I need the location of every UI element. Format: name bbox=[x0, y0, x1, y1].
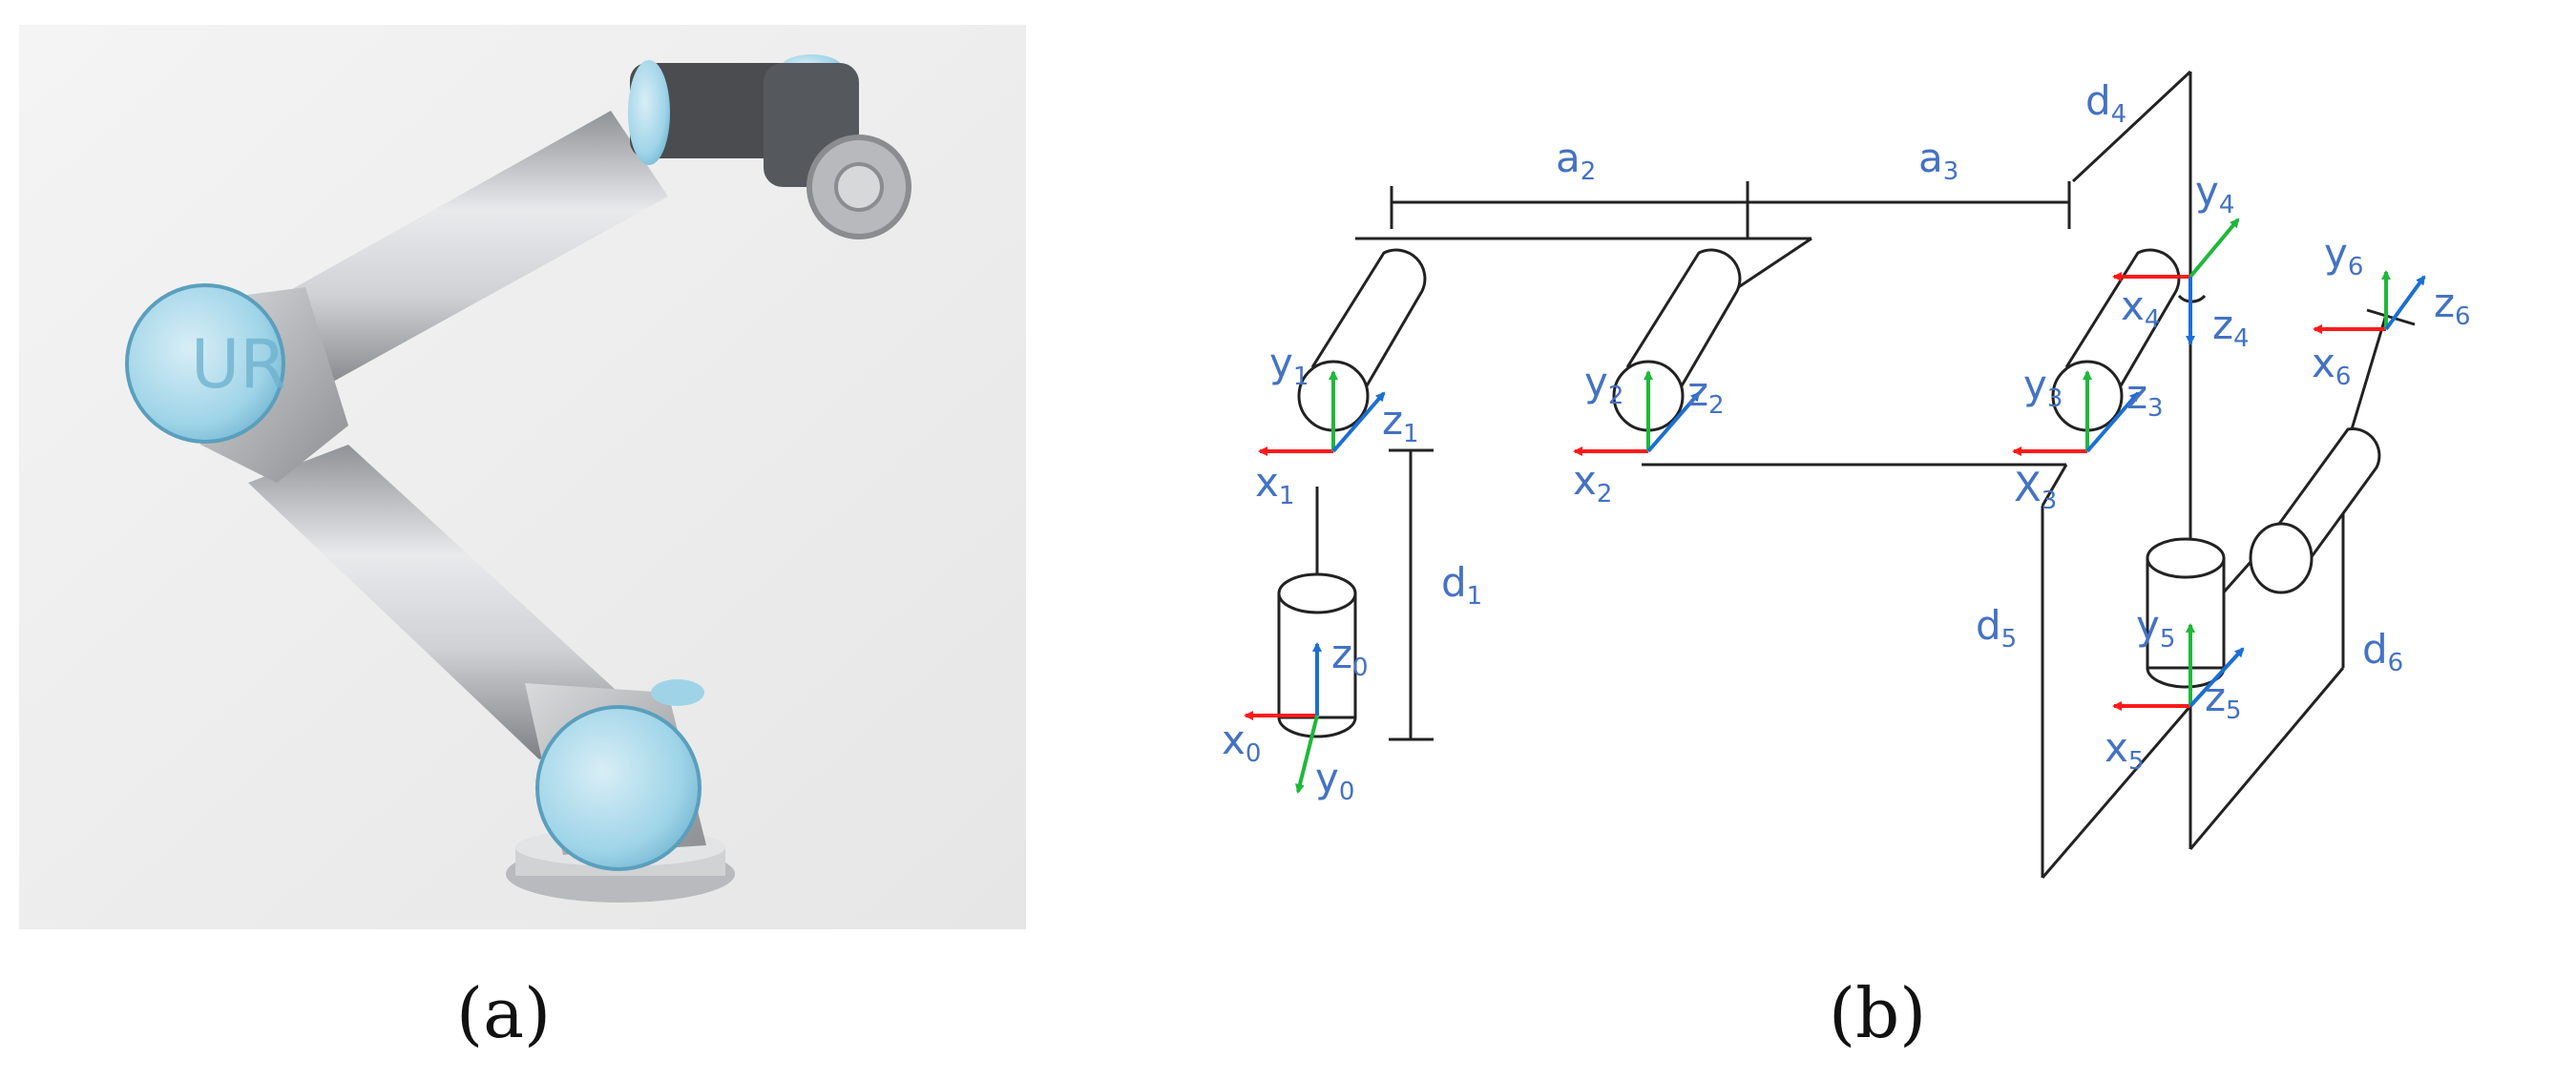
frame6-y-label: y6 bbox=[2324, 230, 2363, 281]
upper-arm-link bbox=[253, 111, 668, 397]
frame5-y-label: y5 bbox=[2136, 602, 2175, 654]
lower-arm-link bbox=[248, 445, 639, 759]
frame1-x-label: x1 bbox=[1255, 459, 1294, 510]
svg-text:UR: UR bbox=[191, 325, 286, 404]
frame-axes bbox=[1244, 218, 2426, 794]
frame1-y-label: y1 bbox=[1269, 340, 1309, 391]
frame4-x-label: x4 bbox=[2121, 282, 2160, 334]
frame0-y-label: y0 bbox=[1315, 755, 1354, 806]
dim-label-a2: a2 bbox=[1556, 135, 1596, 186]
frame3-z-label: z3 bbox=[2126, 371, 2164, 423]
frame2-y-label: y2 bbox=[1584, 359, 1623, 410]
frame3-x-label: X3 bbox=[2014, 464, 2057, 515]
dim-label-d6: d6 bbox=[2362, 626, 2403, 677]
frame0-x-label: x0 bbox=[1222, 717, 1261, 768]
frame4-z-label: z4 bbox=[2212, 301, 2250, 353]
panel-b-caption: (b) bbox=[1829, 973, 1927, 1053]
frame5-z-label: z5 bbox=[2205, 674, 2242, 725]
dimension-labels: a2 a3 d1 d4 d5 d6 bbox=[1441, 77, 2403, 677]
frame6-z-label: z6 bbox=[2434, 280, 2471, 331]
frame4-y-label: y4 bbox=[2195, 168, 2234, 219]
frame-labels: x0 y0 z0 x1 y1 z1 x2 y2 z2 X3 y3 z3 x4 y… bbox=[1222, 168, 2471, 806]
dim-label-a3: a3 bbox=[1918, 135, 1958, 186]
panel-a-caption: (a) bbox=[456, 973, 552, 1053]
wrist-joints bbox=[628, 54, 911, 239]
dim-label-d4: d4 bbox=[2085, 77, 2126, 129]
frame2-z-label: z2 bbox=[1687, 368, 1725, 420]
shoulder-joint: UR bbox=[125, 283, 348, 483]
frame3-y-label: y3 bbox=[2023, 362, 2063, 413]
kinematic-diagram: a2 a3 d1 d4 d5 d6 x0 y0 z0 x1 y1 z1 x2 y… bbox=[1222, 70, 2471, 879]
link-lines bbox=[1315, 70, 2416, 879]
base-joint bbox=[525, 679, 706, 871]
dim-label-d1: d1 bbox=[1441, 559, 1482, 611]
joint-cylinders bbox=[1277, 248, 2381, 738]
frame0-z-label: z0 bbox=[1331, 631, 1369, 682]
frame1-z-label: z1 bbox=[1382, 397, 1419, 448]
robot-arm-photo: UR bbox=[19, 25, 1026, 929]
frame6-x-label: x6 bbox=[2312, 340, 2351, 391]
frame2-x-label: x2 bbox=[1573, 457, 1612, 509]
frame5-x-label: x5 bbox=[2105, 724, 2144, 776]
dim-label-d5: d5 bbox=[1976, 602, 2017, 654]
